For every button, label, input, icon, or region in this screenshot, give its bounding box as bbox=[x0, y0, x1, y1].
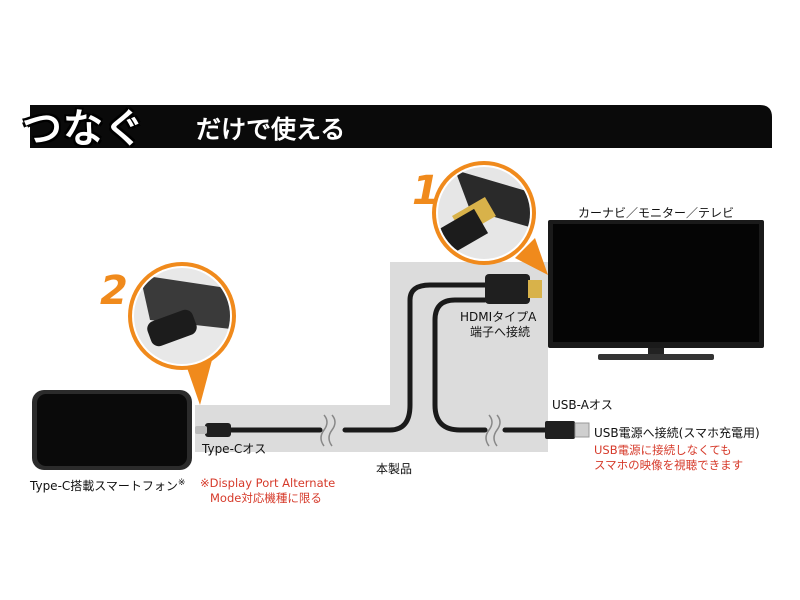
phone-label-text: Type-C搭載スマートフォン bbox=[30, 479, 178, 493]
tv-image bbox=[548, 220, 764, 360]
cable-break-marks bbox=[320, 414, 501, 447]
dp-note-line2: Mode対応機種に限る bbox=[210, 491, 322, 505]
dp-note-line1: ※Display Port Alternate bbox=[200, 476, 336, 490]
callout-type-c-connection bbox=[128, 262, 236, 405]
phone-label-mark: ※ bbox=[177, 478, 186, 488]
callout-hdmi-connection bbox=[432, 161, 548, 275]
product-label: 本製品 bbox=[376, 462, 413, 476]
type-c-plug bbox=[195, 423, 231, 437]
usb-note-line2: スマホの映像を視聴できます bbox=[594, 458, 744, 472]
step-number-2: 2 bbox=[100, 268, 128, 314]
hdmi-plug bbox=[485, 274, 542, 304]
tv-label: カーナビ／モニター／テレビ bbox=[578, 206, 735, 220]
hdmi-label-line1: HDMIタイプA bbox=[460, 310, 537, 324]
usb-a-label: USB-Aオス bbox=[552, 398, 613, 412]
title-sub: だけで使える bbox=[196, 115, 346, 144]
hdmi-label-line2: 端子へ接続 bbox=[470, 325, 531, 339]
smartphone-image bbox=[32, 390, 192, 470]
usb-note-line1: USB電源に接続しなくても bbox=[594, 443, 732, 457]
title-main: つなぐ bbox=[22, 106, 145, 152]
usb-a-plug bbox=[545, 421, 590, 439]
type-c-label: Type-Cオス bbox=[202, 442, 267, 456]
step-number-1: 1 bbox=[412, 168, 440, 214]
phone-label: Type-C搭載スマートフォン※ bbox=[30, 477, 185, 494]
usb-power-label: USB電源へ接続(スマホ充電用) bbox=[594, 426, 760, 440]
cable bbox=[222, 282, 548, 433]
product-area bbox=[195, 262, 548, 452]
